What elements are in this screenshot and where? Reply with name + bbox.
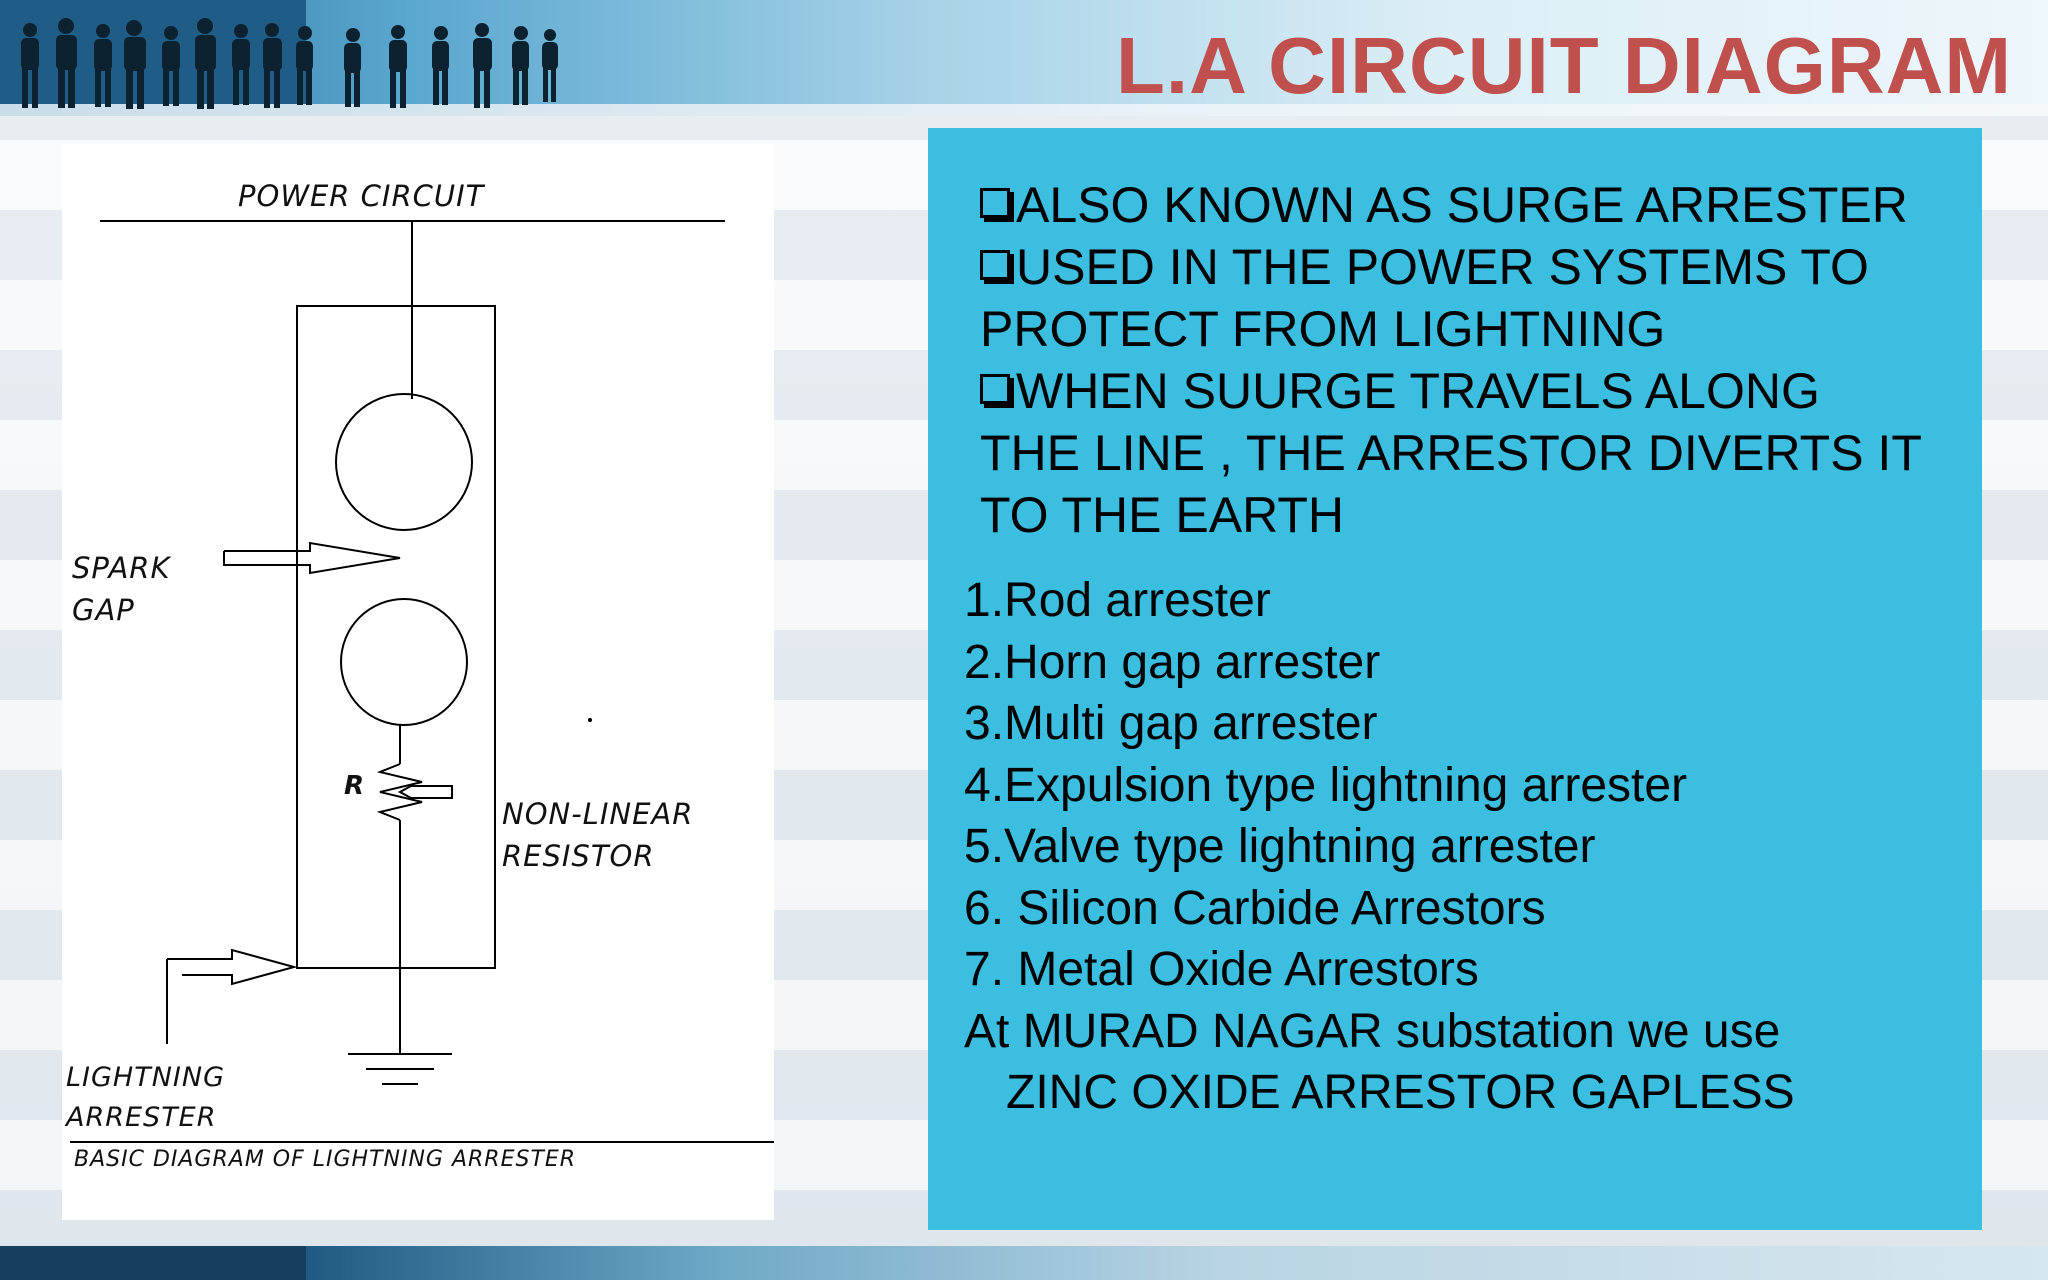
- header-band: [0, 0, 2048, 104]
- list-item: 7. Metal Oxide Arrestors: [964, 943, 1479, 996]
- spark-gap-label-1: SPARK: [72, 551, 171, 585]
- arrester-label-1: LIGHTNING: [66, 1062, 225, 1093]
- bullet-list: ALSO KNOWN AS SURGE ARRESTER USED IN THE…: [980, 174, 1970, 546]
- nonlinear-label-1: NON-LINEAR: [502, 797, 693, 831]
- resistor-symbol-label: R: [344, 771, 365, 801]
- bullet-item: WHEN SUURGE TRAVELS ALONG THE LINE , THE…: [980, 360, 1970, 546]
- list-item: 2.Horn gap arrester: [964, 635, 1381, 689]
- footer-band-dark: [0, 1246, 306, 1280]
- list-item: 1.Rod arrester: [964, 574, 1271, 627]
- resistor-zigzag: [376, 763, 423, 821]
- info-panel: ALSO KNOWN AS SURGE ARRESTER USED IN THE…: [928, 128, 1982, 1230]
- diagram-caption: BASIC DIAGRAM OF LIGHTNING ARRESTER: [74, 1147, 576, 1172]
- list-item: 5.Valve type lightning arrester: [964, 820, 1596, 873]
- bullet-item: ALSO KNOWN AS SURGE ARRESTER: [980, 174, 1970, 236]
- power-circuit-label: POWER CIRCUIT: [238, 179, 486, 213]
- list-item: 6. Silicon Carbide Arrestors: [964, 881, 1546, 935]
- bullet-text: USED IN THE POWER SYSTEMS TO PROTECT FRO…: [980, 239, 1869, 357]
- bullet-text: WHEN SUURGE TRAVELS ALONG THE LINE , THE…: [980, 363, 1922, 543]
- spark-gap-electrode-bottom: [340, 598, 468, 726]
- people-silhouettes-image: [21, 18, 558, 109]
- substation-note-detail: ZINC OXIDE ARRESTOR GAPLESS: [1006, 1066, 1795, 1119]
- spark-gap-label-2: GAP: [72, 593, 135, 627]
- checkbox-bullet-icon: [980, 250, 1010, 280]
- arrester-housing: [296, 305, 496, 969]
- list-item: 4.Expulsion type lightning arrester: [964, 758, 1688, 812]
- lightning-arrester-diagram: POWER CIRCUIT SPARK GAP R NON-LINEAR RES…: [62, 144, 774, 1220]
- nonlinear-label-2: RESISTOR: [502, 839, 655, 873]
- checkbox-bullet-icon: [980, 374, 1010, 404]
- slide-title: L.A CIRCUIT DIAGRAM: [1116, 21, 2012, 110]
- resistor-arrow-head: [397, 785, 412, 799]
- bullet-text: ALSO KNOWN AS SURGE ARRESTER: [1016, 177, 1908, 233]
- footer-band: [0, 1246, 2048, 1280]
- header-band-dark: [0, 0, 306, 104]
- substation-note: At MURAD NAGAR substation we use: [964, 1004, 1781, 1058]
- arrester-arrow: [167, 948, 298, 986]
- resistor-arrow-tail: [411, 785, 453, 799]
- arrester-types-list: 1.Rod arrester 2.Horn gap arrester 3.Mul…: [964, 570, 1964, 1124]
- spark-gap-electrode-top: [335, 393, 473, 531]
- arrester-label-2: ARRESTER: [64, 1102, 217, 1133]
- list-item: 3.Multi gap arrester: [964, 697, 1378, 750]
- checkbox-bullet-icon: [980, 188, 1010, 218]
- spark-gap-arrow: [223, 541, 401, 575]
- header-strip: [0, 104, 2048, 116]
- bullet-item: USED IN THE POWER SYSTEMS TO PROTECT FRO…: [980, 236, 1970, 360]
- circuit-diagram-svg: POWER CIRCUIT SPARK GAP R NON-LINEAR RES…: [64, 179, 774, 1172]
